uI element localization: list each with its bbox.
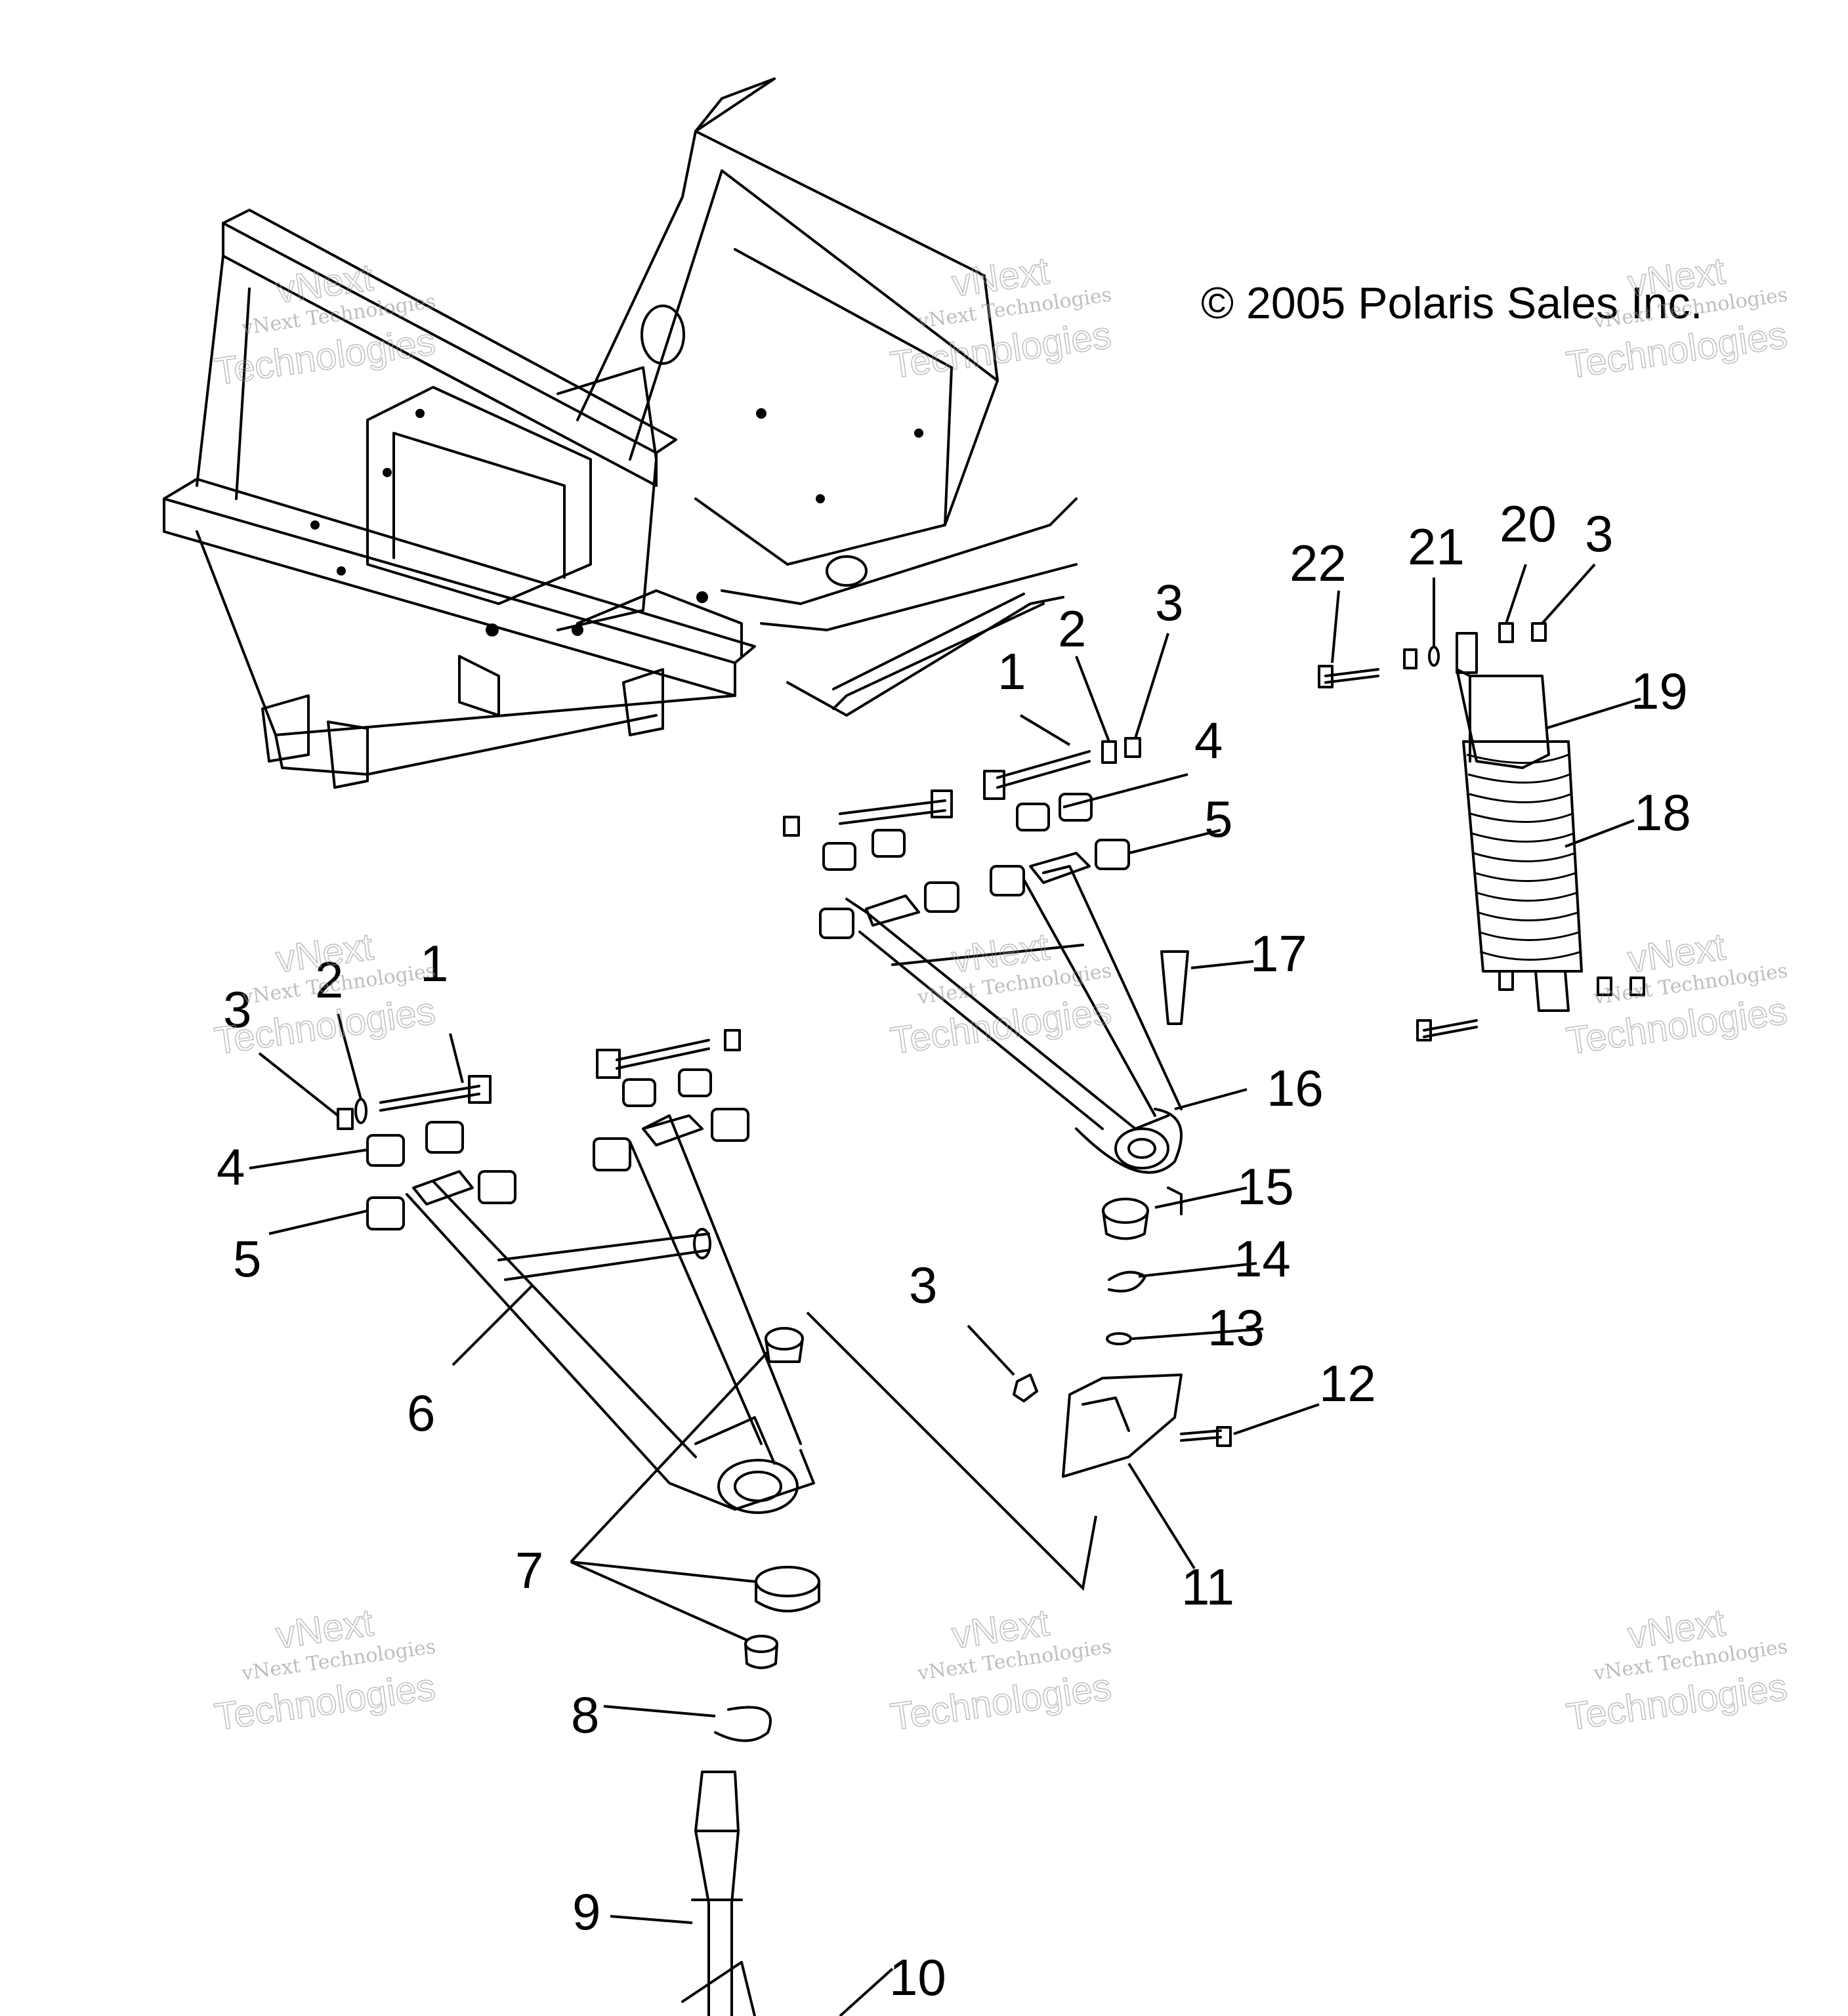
callout-18: 18: [1634, 784, 1691, 841]
callout-2-upper: 2: [1058, 600, 1086, 658]
watermark: vNext Technologies vNext Technologies: [1563, 925, 1790, 1063]
callout-3-lower: 3: [223, 980, 251, 1038]
callout-20: 20: [1500, 495, 1557, 553]
callout-19: 19: [1631, 662, 1688, 720]
callout-6: 6: [407, 1384, 435, 1442]
ball-joint-parts: [681, 1327, 820, 2016]
callout-22: 22: [1290, 534, 1347, 592]
leader-lines: [249, 563, 1641, 2016]
callout-16: 16: [1267, 1059, 1324, 1117]
copyright-notice: © 2005 Polaris Sales Inc.: [1201, 278, 1703, 328]
callout-15: 15: [1237, 1158, 1294, 1215]
callout-13: 13: [1208, 1299, 1265, 1356]
callout-1-upper: 1: [998, 642, 1026, 700]
callout-12: 12: [1319, 1354, 1376, 1412]
lower-a-arm-assembly: [337, 1029, 815, 1514]
callout-21: 21: [1408, 518, 1465, 576]
callout-17: 17: [1250, 925, 1307, 982]
callout-5-lower: 5: [233, 1230, 261, 1288]
callout-4-upper: 4: [1194, 711, 1223, 769]
callout-3-shock: 3: [1585, 505, 1613, 562]
shock-absorber: [1318, 622, 1645, 1041]
callout-1-lower: 1: [420, 934, 448, 992]
callout-labels: 1 2 3 4 5 1 2 3 4 5 6 7 8 9 10 3 11 12 1…: [217, 495, 1691, 2006]
watermark: vNext Technologies vNext Technologies: [887, 249, 1114, 387]
callout-2-lower: 2: [315, 951, 343, 1009]
callout-9: 9: [572, 1883, 600, 1941]
callout-4-lower: 4: [217, 1138, 245, 1196]
chassis-frame: [163, 77, 1078, 789]
callout-3-knuckle: 3: [909, 1256, 937, 1314]
callout-3-upper: 3: [1155, 574, 1183, 631]
callout-5-upper: 5: [1204, 790, 1232, 848]
callout-14: 14: [1234, 1230, 1291, 1288]
watermark: vNext Technologies vNext Technologies: [887, 1601, 1114, 1739]
callout-10: 10: [889, 1948, 946, 2006]
callout-11: 11: [1181, 1558, 1234, 1616]
steering-knuckle-parts: [1013, 950, 1232, 1478]
watermark: vNext Technologies vNext Technologies: [211, 1601, 438, 1739]
watermark: vNext Technologies vNext Technologies: [1563, 1601, 1790, 1739]
callout-8: 8: [571, 1686, 599, 1744]
upper-a-arm-assembly: [783, 737, 1183, 1174]
callout-7: 7: [515, 1542, 543, 1599]
